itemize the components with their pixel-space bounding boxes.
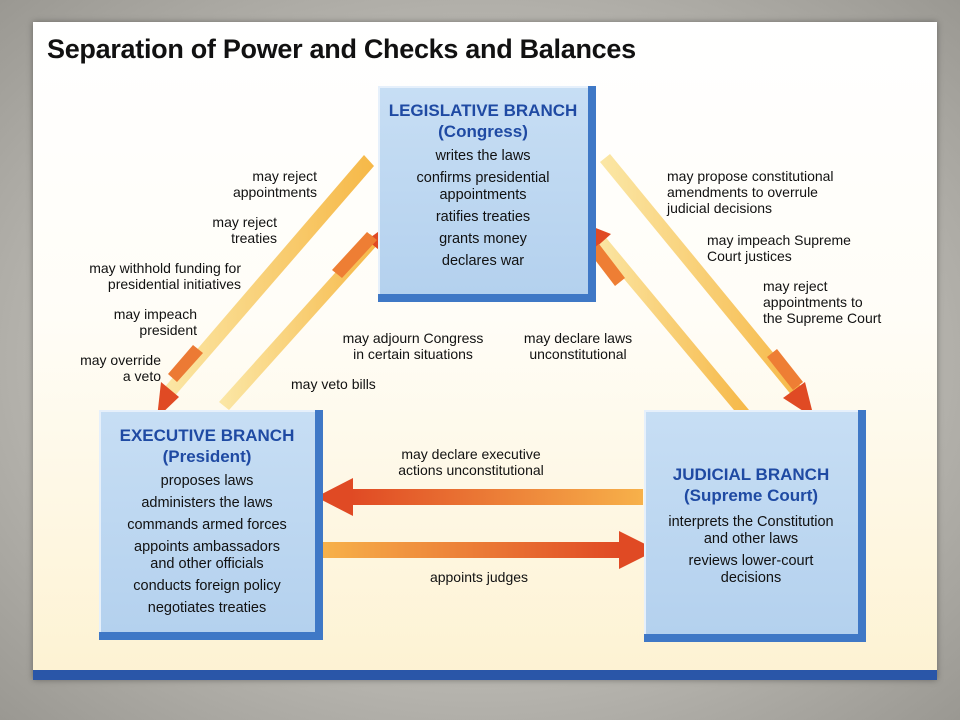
list-item: appoints ambassadors and other officials [134,539,280,572]
list-item: administers the laws [141,495,273,511]
page-title: Separation of Power and Checks and Balan… [47,34,636,64]
list-item: reviews lower-court decisions [688,553,814,586]
judicial-subtitle: (Supreme Court) [683,486,819,505]
list-item: interprets the Constitution and other la… [668,514,834,547]
legislative-duties: writes the laws confirms presidential ap… [378,148,588,270]
judicial-title: JUDICIAL BRANCH [672,465,830,484]
bottom-bar [33,670,937,680]
check-label: may reject appointments to the Supreme C… [763,278,882,326]
check-label: may override a veto [80,352,161,384]
judicial-branch-box: JUDICIAL BRANCH (Supreme Court) interpre… [644,410,866,642]
arrow-judicial-to-executive [316,478,643,516]
arrow-legislative-to-executive [157,155,374,418]
arrow-legislative-to-judicial [600,154,814,418]
check-label: may reject appointments [232,168,317,200]
judicial-duties: interprets the Constitution and other la… [644,514,858,587]
list-item: negotiates treaties [147,600,267,616]
list-item: proposes laws [160,473,254,489]
check-label: may declare executive actions unconstitu… [398,446,544,478]
list-item: declares war [441,253,525,269]
check-label: may veto bills [291,376,376,392]
arrows-layer [157,154,814,569]
check-label: may impeach Supreme Court justices [707,232,851,264]
check-label: appoints judges [429,569,529,585]
check-label: may impeach president [113,306,197,338]
list-item: grants money [439,231,527,247]
list-item: writes the laws [435,148,531,164]
check-label: may propose constitutional amendments to… [667,168,834,216]
list-item: ratifies treaties [435,209,531,225]
executive-title: EXECUTIVE BRANCH [119,426,295,445]
check-label: may reject treaties [212,214,277,246]
legislative-branch-box: LEGISLATIVE BRANCH (Congress) writes the… [378,86,596,302]
list-item: conducts foreign policy [133,578,281,594]
executive-subtitle: (President) [162,447,252,466]
check-label: may adjourn Congress in certain situatio… [342,330,484,362]
list-item: confirms presidential appointments [416,170,550,203]
check-label: may declare laws unconstitutional [523,330,633,362]
executive-branch-box: EXECUTIVE BRANCH (President) proposes la… [99,410,323,640]
legislative-title: LEGISLATIVE BRANCH [388,101,578,120]
list-item: commands armed forces [127,517,287,533]
legislative-subtitle: (Congress) [438,122,528,141]
arrow-executive-to-judicial [323,531,657,569]
slide: Separation of Power and Checks and Balan… [33,22,937,680]
executive-duties: proposes laws administers the laws comma… [99,473,315,617]
check-label: may withhold funding for presidential in… [89,260,241,292]
